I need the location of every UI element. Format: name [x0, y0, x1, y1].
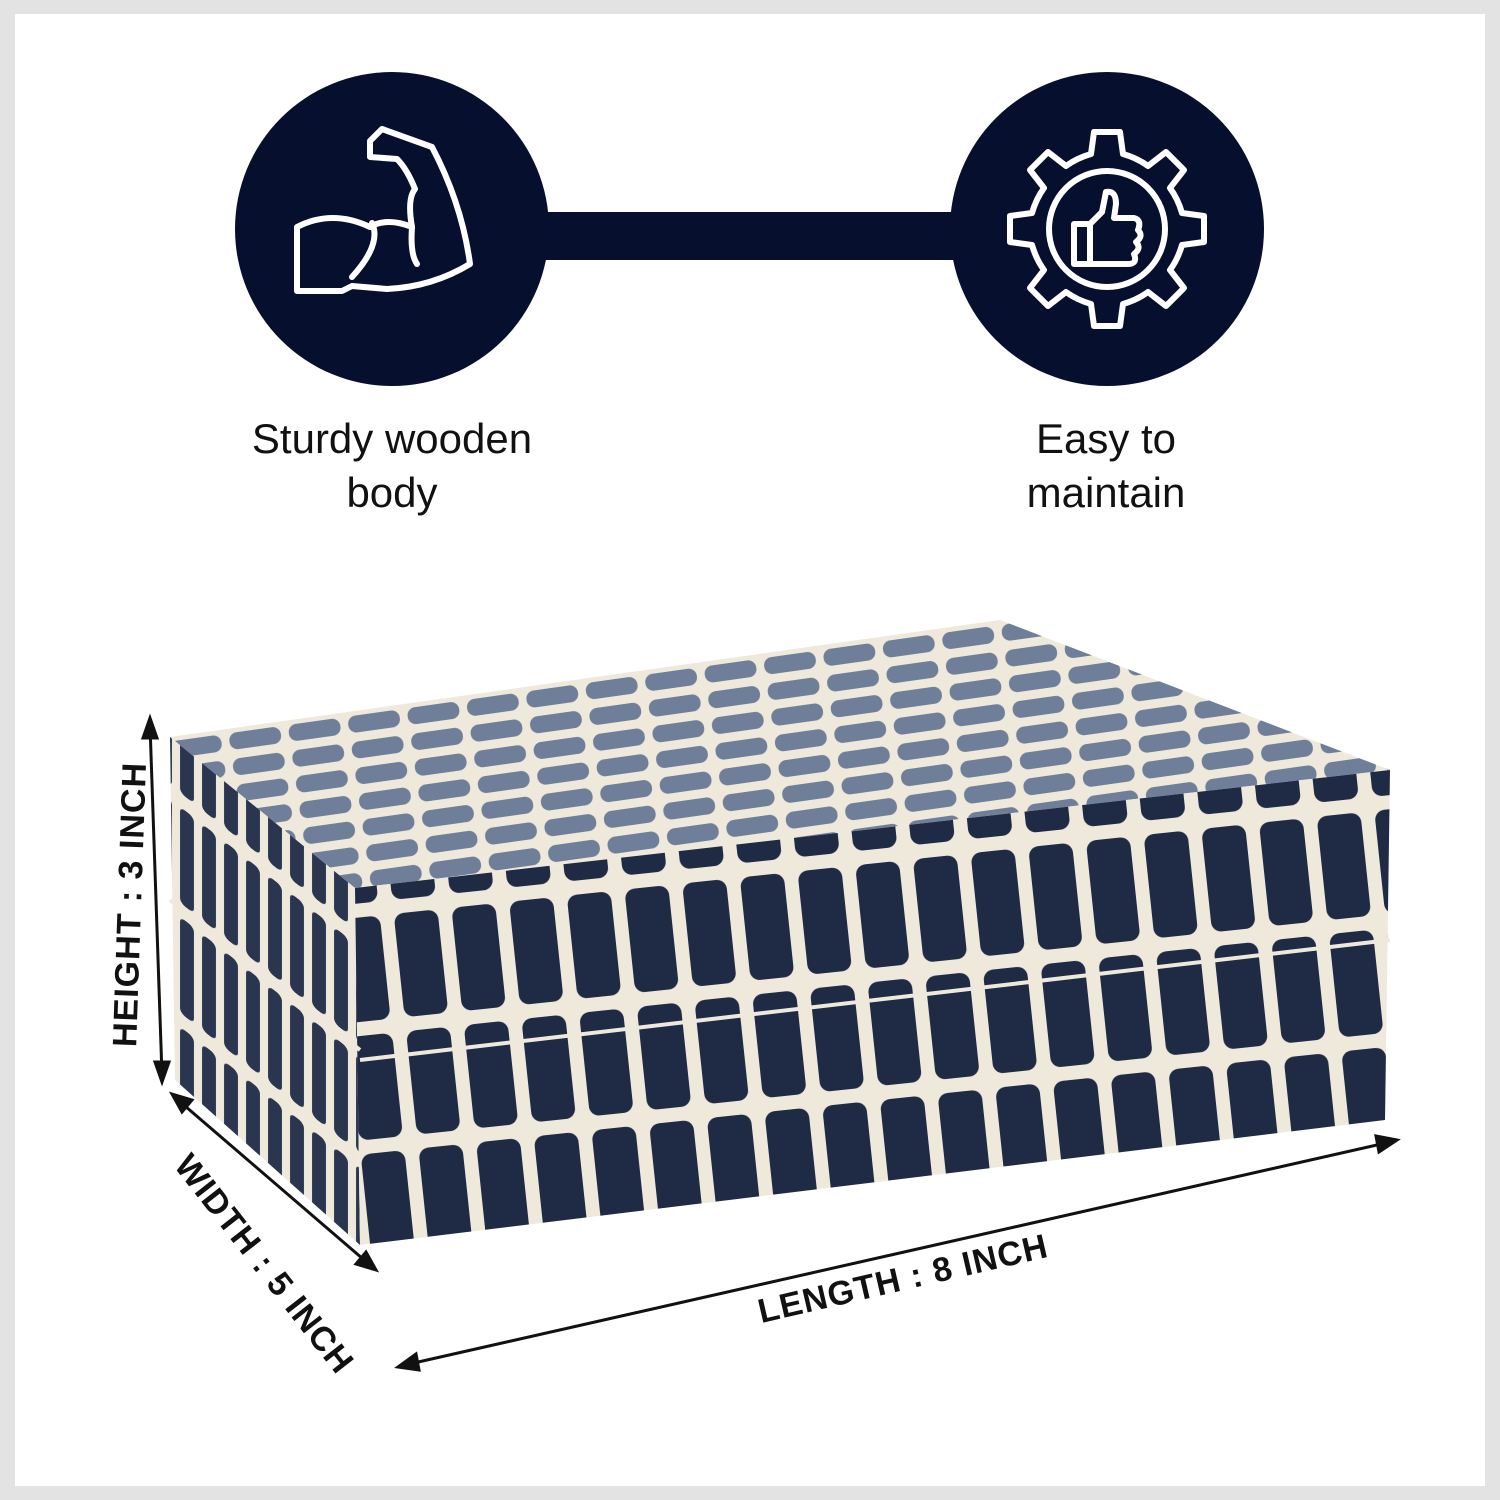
box-front-face: [355, 770, 1390, 1245]
feature-label-line: body: [346, 469, 438, 516]
feature-label-line: maintain: [1026, 469, 1186, 516]
flexed-arm-icon: [294, 126, 473, 294]
arrow-head: [140, 713, 160, 740]
lid-seam: [168, 898, 362, 1052]
arrow-head: [1374, 1134, 1401, 1155]
feature-label-line: Easy to: [1035, 415, 1177, 462]
box-top-face: [170, 620, 1390, 888]
arrow-head: [353, 1249, 380, 1273]
width-dimension-line: [177, 1098, 371, 1267]
feature-badge-sturdy: [235, 72, 549, 386]
feature-label-sturdy: Sturdy wooden body: [192, 412, 592, 520]
length-dimension-line: [404, 1140, 1391, 1367]
arrow-head: [394, 1351, 421, 1372]
height-dimension-line: [148, 724, 164, 1076]
lid-seam: [359, 938, 1391, 1062]
feature-badge-maintain: [950, 72, 1264, 386]
box-side-face: [170, 737, 360, 1245]
connector-bar: [545, 212, 955, 260]
feature-label-line: Sturdy wooden: [251, 415, 533, 462]
arrow-head: [168, 1091, 195, 1115]
gear-thumbs-up-icon: [1007, 129, 1207, 329]
feature-label-maintain: Easy to maintain: [906, 412, 1306, 520]
arrow-head: [152, 1060, 172, 1087]
